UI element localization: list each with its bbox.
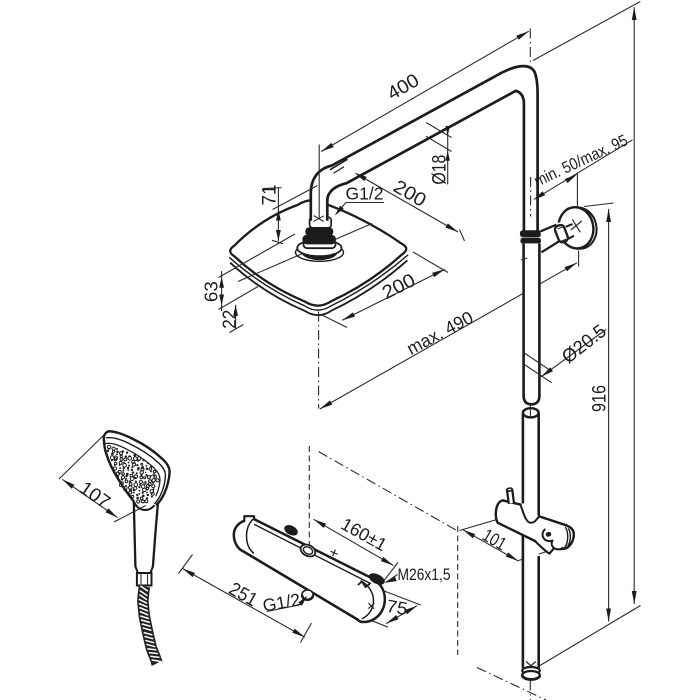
svg-text:75: 75 <box>385 596 409 619</box>
svg-text:71: 71 <box>259 185 280 206</box>
svg-text:916: 916 <box>590 385 611 412</box>
svg-text:G1/2: G1/2 <box>346 184 384 204</box>
svg-text:Ø18: Ø18 <box>429 155 450 185</box>
svg-text:M26x1,5: M26x1,5 <box>398 565 451 584</box>
svg-text:22: 22 <box>219 310 240 329</box>
svg-text:63: 63 <box>201 281 222 302</box>
